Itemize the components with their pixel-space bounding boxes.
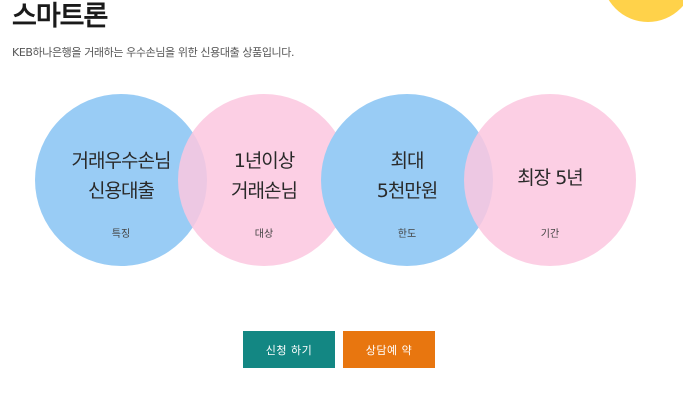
feature-label: 한도 <box>397 229 417 240</box>
feature-period: 최장 5년 기간 <box>464 94 636 266</box>
decorative-yellow-circle <box>602 0 683 22</box>
feature-value: 최장 5년 <box>464 163 636 193</box>
feature-value-line1: 거래우수손님 <box>71 150 172 172</box>
feature-label: 특징 <box>111 229 131 240</box>
feature-value-line2: 신용대출 <box>88 180 155 202</box>
feature-label: 기간 <box>540 229 560 240</box>
feature-characteristic: 거래우수손님 신용대출 특징 <box>35 94 207 266</box>
feature-value-line2: 거래손님 <box>231 180 298 202</box>
consult-reservation-button[interactable]: 상담예 약 <box>343 331 435 368</box>
feature-limit: 최대 5천만원 한도 <box>321 94 493 266</box>
feature-value-line1: 최대 <box>390 150 425 172</box>
feature-circle-period <box>464 94 636 266</box>
feature-target: 1년이상 거래손님 대상 <box>178 94 350 266</box>
feature-value-line2: 5천만원 <box>376 180 439 202</box>
feature-value: 최대 5천만원 <box>321 146 493 206</box>
feature-value-line1: 1년이상 <box>233 150 296 172</box>
page-title: 스마트론 <box>12 1 108 32</box>
feature-value: 거래우수손님 신용대출 <box>35 146 207 206</box>
feature-value-line1: 최장 5년 <box>517 167 584 189</box>
apply-button[interactable]: 신청 하기 <box>243 331 335 368</box>
feature-label: 대상 <box>254 229 274 240</box>
page-subtitle: KEB하나은행을 거래하는 우수손님을 위한 신용대출 상품입니다. <box>12 46 295 59</box>
feature-value: 1년이상 거래손님 <box>178 146 350 206</box>
